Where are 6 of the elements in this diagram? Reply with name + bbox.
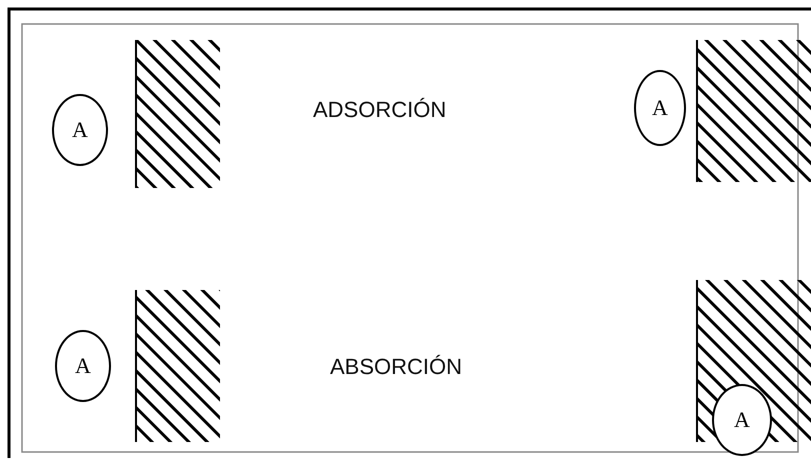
particle-letter: A (734, 407, 750, 433)
process-title: ABSORCIÓN (330, 354, 462, 380)
particle-letter: A (75, 353, 91, 379)
process-title: ADSORCIÓN (313, 97, 446, 123)
particle-letter: A (652, 95, 668, 121)
particle-letter: A (72, 117, 88, 143)
